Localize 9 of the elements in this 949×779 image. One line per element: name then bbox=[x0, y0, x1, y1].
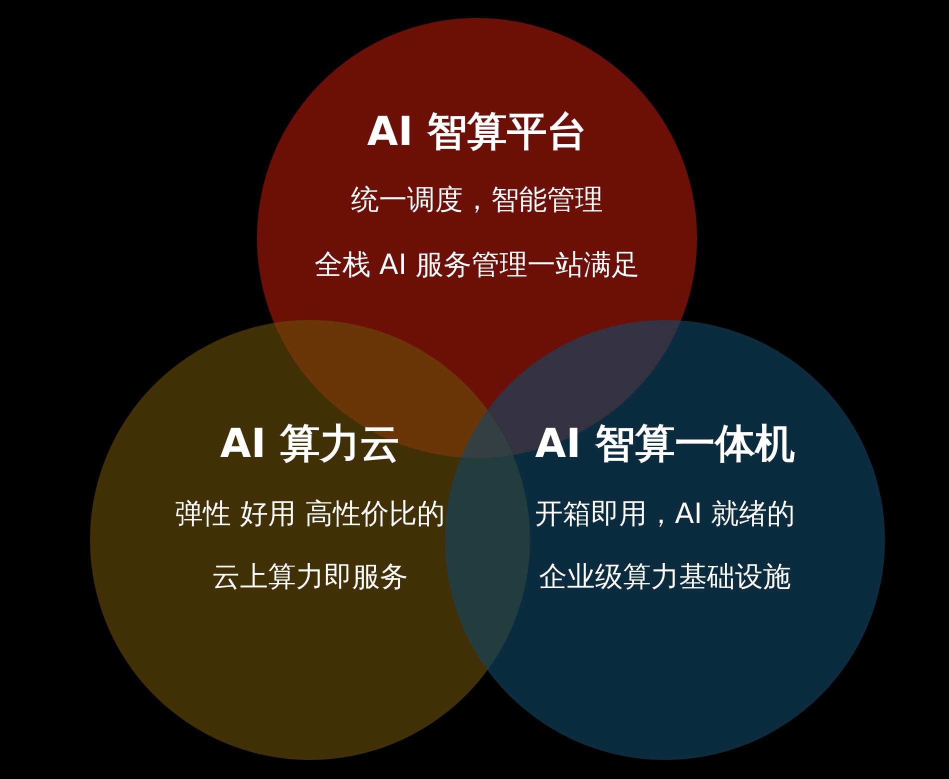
circle-heading: AI 智算一体机 bbox=[535, 421, 795, 467]
circle-description: 弹性 好用 高性价比的 bbox=[175, 497, 445, 530]
circle-description: 开箱即用，AI 就绪的 bbox=[534, 497, 796, 530]
circle-description: 云上算力即服务 bbox=[212, 560, 408, 593]
circle-heading: AI 智算平台 bbox=[367, 109, 587, 155]
circle-heading: AI 算力云 bbox=[220, 421, 400, 467]
circle-description: 统一调度，智能管理 bbox=[351, 183, 603, 216]
circle-description: 全栈 AI 服务管理一站满足 bbox=[314, 248, 640, 281]
circle-description: 企业级算力基础设施 bbox=[539, 560, 791, 593]
